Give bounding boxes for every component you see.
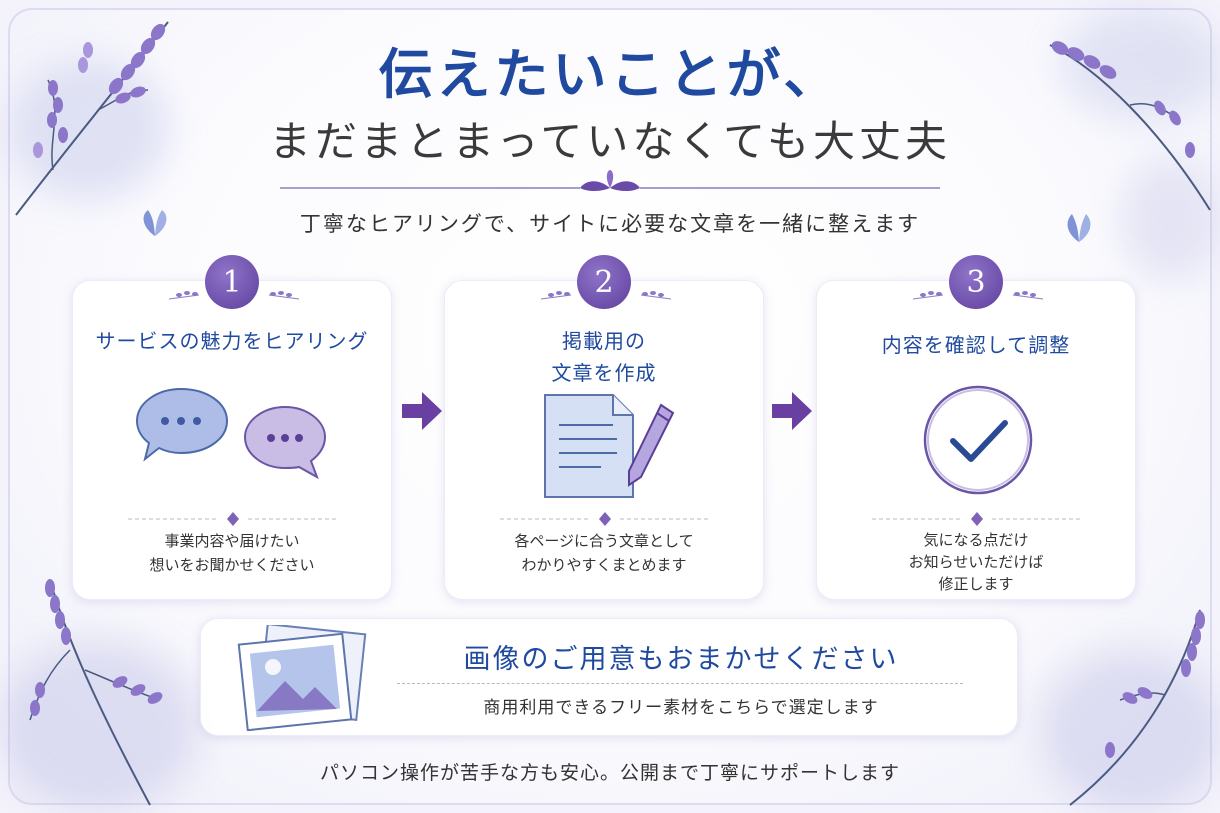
step-description-line: 修正します — [938, 575, 1014, 593]
photo-icon — [237, 625, 367, 731]
footer-message: パソコン操作が苦手な方も安心。公開まで丁寧にサポートします — [319, 762, 900, 784]
petal-icon — [1067, 214, 1091, 242]
checkmark-circle-icon — [923, 385, 1033, 495]
step-title-line: 掲載用の — [562, 329, 646, 353]
step-description: 各ページに合う文章として わかりやすくまとめます — [445, 529, 763, 577]
sprig-right-icon — [640, 291, 671, 300]
arrow-right-icon — [402, 392, 442, 430]
title-divider — [280, 170, 940, 191]
step-description: 事業内容や届けたい 想いをお聞かせください — [73, 529, 391, 577]
step-number-badge: 2 — [577, 255, 631, 309]
step-description-line: わかりやすくまとめます — [521, 556, 687, 574]
step-description-line: お知らせいただけば — [908, 553, 1044, 571]
leaf-ornament-icon — [580, 170, 640, 191]
step-description-line: 気になる点だけ — [923, 531, 1029, 549]
subheadline: 丁寧なヒアリングで、サイトに必要な文章を一緒に整えます — [299, 212, 921, 236]
sprig-right-icon — [268, 291, 299, 300]
image-support-card: 画像のご用意もおまかせください 商用利用できるフリー素材をこちらで選定します — [200, 618, 1018, 736]
petal-icon — [143, 210, 167, 236]
watercolor-wash — [1120, 160, 1220, 280]
card-divider — [128, 512, 338, 526]
sprig-right-icon — [1012, 291, 1043, 300]
lavender-sprig-bottom-right-icon — [1069, 609, 1205, 806]
speech-bubbles-icon — [135, 387, 327, 480]
step-card-2: 2 掲載用の 文章を作成 各ページに合う文章として わかりやすくまとめます — [444, 255, 764, 600]
sprig-left-icon — [541, 291, 572, 300]
step-title: 内容を確認して調整 — [881, 333, 1071, 357]
step-title: サービスの魅力をヒアリング — [95, 329, 369, 353]
lavender-sprig-top-right-icon — [1049, 41, 1211, 211]
step-card-1: 1 サービスの魅力をヒアリング 事業内容や届けたい 想いをお聞かせください — [72, 255, 392, 600]
watercolor-wash — [1040, 650, 1220, 810]
arrow-right-icon — [772, 392, 812, 430]
step-title-line: 文章を作成 — [551, 361, 657, 385]
card-divider — [872, 512, 1082, 526]
headline-line1: 伝えたいことが、 — [378, 43, 842, 106]
step-description-line: 事業内容や届けたい — [164, 532, 300, 550]
watercolor-wash — [0, 640, 200, 810]
lavender-sprig-top-left-icon — [15, 21, 169, 216]
lavender-sprig-bottom-left-icon — [29, 579, 163, 806]
step-title: 掲載用の 文章を作成 — [445, 325, 763, 389]
step-card-3: 3 内容を確認して調整 気になる点だけ お知らせいただけば 修正します — [816, 255, 1136, 600]
document-pen-icon — [544, 394, 675, 498]
image-support-description: 商用利用できるフリー素材をこちらで選定します — [483, 698, 879, 718]
watercolor-wash — [10, 60, 170, 200]
step-number-badge: 3 — [949, 255, 1003, 309]
dashed-divider — [397, 683, 963, 684]
step-description-line: 各ページに合う文章として — [514, 532, 694, 550]
step-description-line: 想いをお聞かせください — [149, 556, 315, 574]
image-support-title: 画像のご用意もおまかせください — [463, 644, 899, 675]
sprig-left-icon — [913, 291, 944, 300]
step-description: 気になる点だけ お知らせいただけば 修正します — [817, 529, 1135, 595]
sprig-left-icon — [169, 291, 200, 300]
card-divider — [500, 512, 710, 526]
step-number-badge: 1 — [205, 255, 259, 309]
headline-line2: まだまとまっていなくても大丈夫 — [268, 117, 952, 166]
